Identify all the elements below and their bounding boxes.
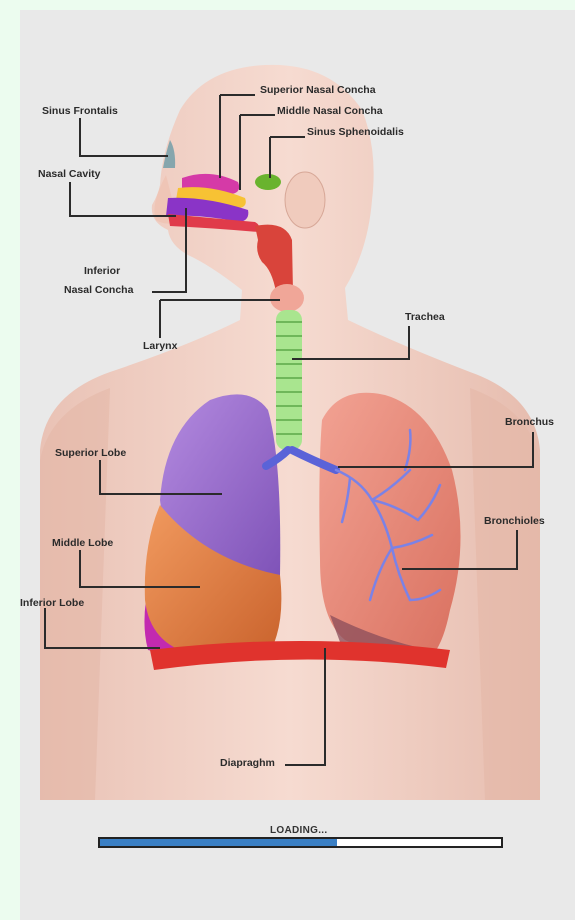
loading-progress-bar — [98, 837, 503, 848]
trachea-tube — [276, 310, 302, 450]
label-larynx: Larynx — [143, 340, 178, 352]
loading-progress-fill — [100, 839, 337, 846]
label-middle-nasal-concha: Middle Nasal Concha — [277, 105, 383, 117]
larynx-shape — [270, 284, 304, 312]
label-superior-lobe: Superior Lobe — [55, 447, 126, 459]
label-nasal-cavity: Nasal Cavity — [38, 168, 101, 180]
loading-label: LOADING... — [270, 825, 327, 836]
label-inferior-nasal-concha-1: Inferior — [84, 265, 120, 277]
label-middle-lobe: Middle Lobe — [52, 537, 113, 549]
trachea — [276, 310, 302, 450]
label-inferior-nasal-concha-2: Nasal Concha — [64, 284, 134, 296]
label-superior-nasal-concha: Superior Nasal Concha — [260, 84, 376, 96]
label-bronchioles: Bronchioles — [484, 515, 545, 527]
label-bronchus: Bronchus — [505, 416, 554, 428]
ear — [285, 172, 325, 228]
label-diapraghm: Diapraghm — [220, 757, 275, 769]
sinus-sphenoidalis-shape — [255, 174, 281, 190]
label-inferior-lobe: Inferior Lobe — [20, 597, 84, 609]
label-trachea: Trachea — [405, 311, 445, 323]
label-sinus-sphenoidalis: Sinus Sphenoidalis — [307, 126, 404, 138]
label-sinus-frontalis: Sinus Frontalis — [42, 105, 118, 117]
